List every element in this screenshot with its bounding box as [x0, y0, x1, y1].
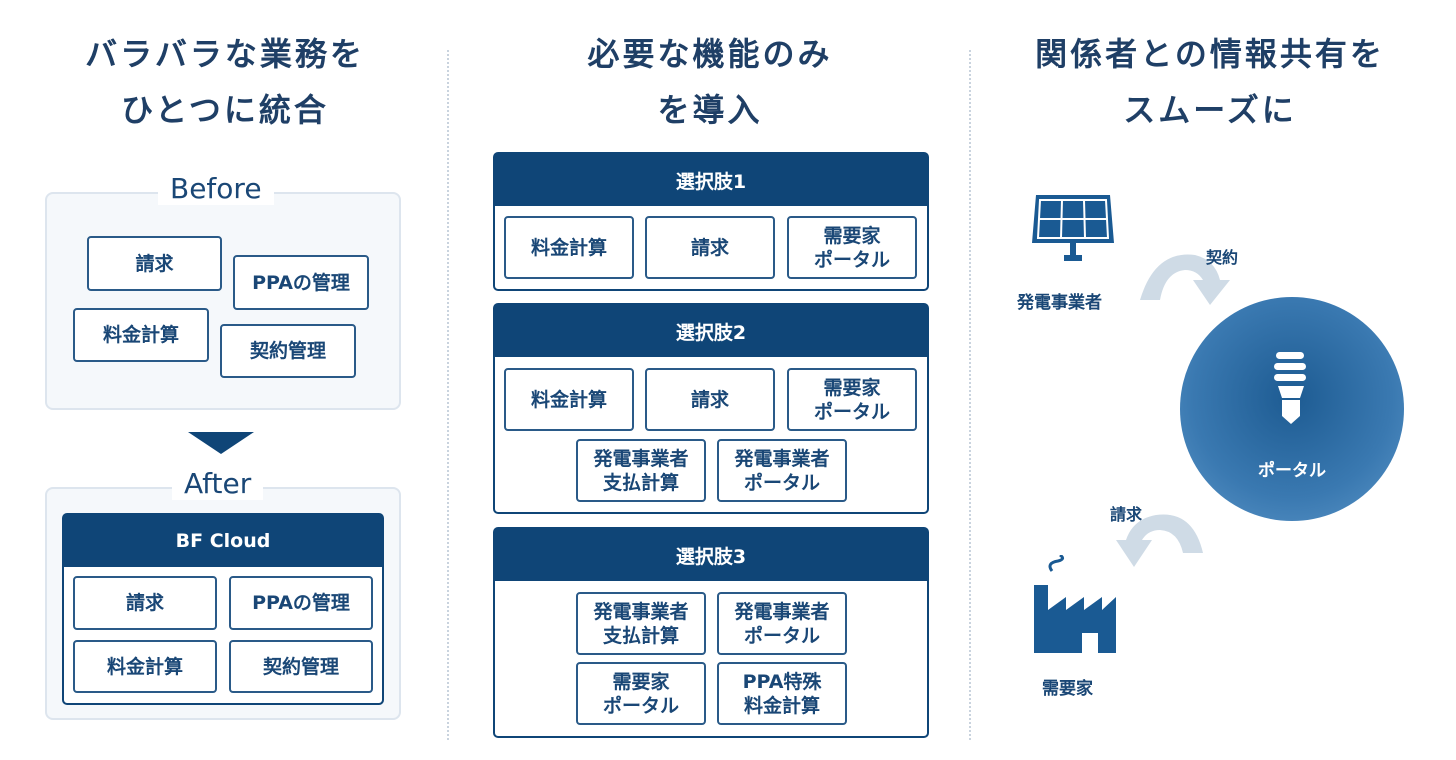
light-bulb-icon [1274, 352, 1306, 424]
option-2-item: 発電事業者 支払計算 [576, 439, 706, 502]
after-item: 料金計算 [73, 640, 217, 693]
portal-label: ポータル [1258, 461, 1326, 481]
option-3-panel: 選択肢3 [493, 527, 929, 738]
option-1-item: 請求 [645, 216, 775, 279]
title-line: スムーズに [1123, 91, 1297, 129]
solar-panel-icon [1032, 195, 1114, 261]
divider [969, 50, 971, 740]
title-line: 必要な機能のみ [587, 35, 833, 73]
option-2-item: 請求 [645, 368, 775, 431]
option-3-header: 選択肢3 [495, 529, 927, 581]
generator-label: 発電事業者 [1017, 293, 1102, 313]
billing-label: 請求 [1110, 505, 1143, 524]
before-item: 契約管理 [220, 324, 356, 378]
column-3-title: 関係者との情報共有を スムーズに [990, 26, 1430, 138]
after-item: PPAの管理 [229, 576, 373, 630]
option-3-item: 発電事業者 支払計算 [576, 592, 706, 655]
down-arrow-icon [188, 432, 254, 454]
before-label: Before [158, 172, 274, 205]
column-2-title: 必要な機能のみ を導入 [520, 26, 900, 138]
column-1-title: バラバラな業務を ひとつに統合 [40, 26, 410, 138]
title-line: ひとつに統合 [121, 91, 329, 129]
title-line: を導入 [657, 91, 763, 129]
option-2-header: 選択肢2 [495, 305, 927, 357]
option-1-item: 需要家 ポータル [787, 216, 917, 279]
factory-icon [1034, 555, 1116, 653]
option-2-item: 需要家 ポータル [787, 368, 917, 431]
billing-arrow-icon [1116, 514, 1203, 567]
option-2-item: 発電事業者 ポータル [717, 439, 847, 502]
after-item: 請求 [73, 576, 217, 630]
contract-label: 契約 [1206, 248, 1239, 267]
after-label: After [172, 467, 264, 500]
option-3-item: PPA特殊 料金計算 [717, 662, 847, 725]
option-2-item: 料金計算 [504, 368, 634, 431]
before-item: 請求 [87, 236, 222, 291]
option-1-item: 料金計算 [504, 216, 634, 279]
title-line: バラバラな業務を [85, 35, 365, 73]
option-3-item: 発電事業者 ポータル [717, 592, 847, 655]
consumer-label: 需要家 [1042, 679, 1093, 699]
bf-cloud-header: BF Cloud [64, 515, 382, 567]
before-item: 料金計算 [73, 308, 209, 362]
before-item: PPAの管理 [233, 255, 369, 310]
option-1-header: 選択肢1 [495, 154, 927, 206]
title-line: 関係者との情報共有を [1035, 35, 1385, 73]
after-item: 契約管理 [229, 640, 373, 693]
option-3-item: 需要家 ポータル [576, 662, 706, 725]
contract-arrow-icon [1140, 254, 1230, 305]
divider [447, 50, 449, 740]
